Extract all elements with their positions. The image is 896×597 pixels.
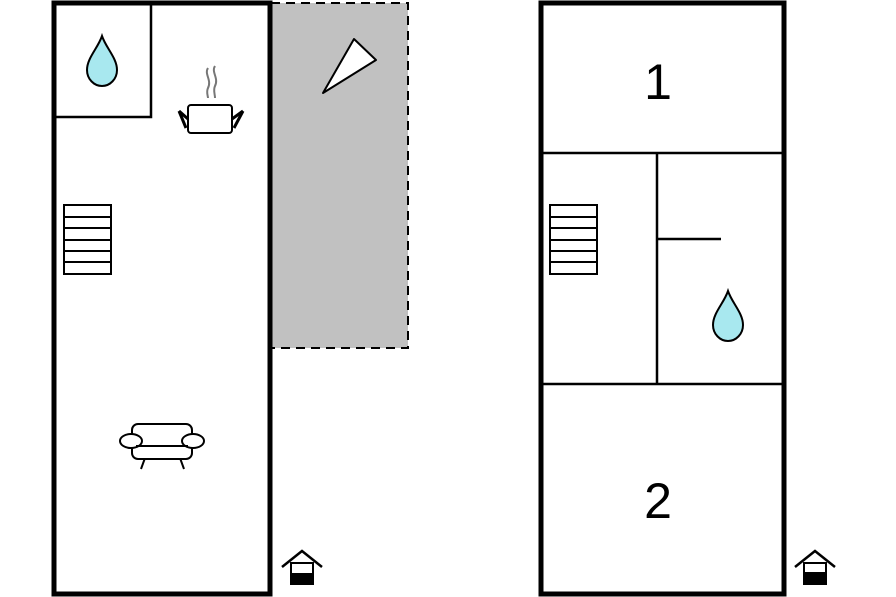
upper-floor-outer-wall <box>538 0 787 597</box>
bedroom-2-number: 2 <box>644 473 672 529</box>
house-ground-floor-icon <box>281 549 323 585</box>
water-drop-icon <box>85 32 119 88</box>
stairs-icon <box>63 204 112 275</box>
sun-umbrella-icon <box>322 38 377 94</box>
house-upper-floor-icon <box>794 549 836 585</box>
upper-floor: 1 2 <box>538 0 836 597</box>
bedroom-1-number: 1 <box>644 54 672 110</box>
terrace-area <box>270 2 409 349</box>
water-drop-icon <box>711 287 745 343</box>
cooking-pot-icon <box>177 65 245 134</box>
stairs-icon <box>549 204 598 275</box>
ground-floor <box>51 0 409 597</box>
ground-floor-outer-wall <box>51 0 273 597</box>
sofa-icon <box>119 423 205 470</box>
bathroom-partition-wall <box>54 3 153 119</box>
